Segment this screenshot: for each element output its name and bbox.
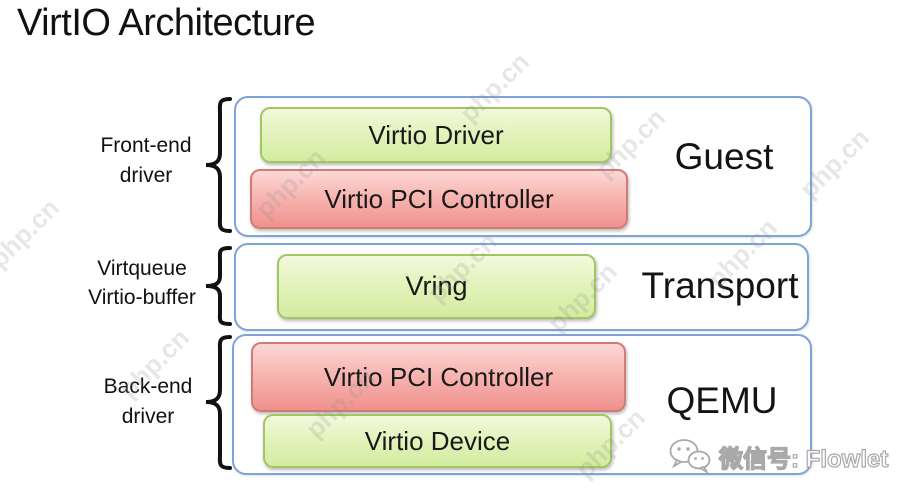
- back-end-driver-label-line2: driver: [121, 405, 175, 428]
- transport-box: Vring Transport: [234, 243, 809, 331]
- virtqueue-label-line1: Virtqueue: [97, 257, 187, 280]
- virtio-device-block: Virtio Device: [263, 414, 612, 468]
- wechat-id-text: 微信号: Flowlet: [718, 445, 889, 473]
- qemu-box: Virtio PCI Controller Virtio Device QEMU: [232, 334, 812, 475]
- page-title: VirtIO Architecture: [17, 2, 316, 44]
- qemu-label: QEMU: [666, 380, 778, 421]
- virtio-driver-block: Virtio Driver: [260, 107, 612, 163]
- virtqueue-brace-icon: [205, 246, 232, 326]
- virtqueue-buffer-label: Virtqueue Virtio-buffer: [62, 254, 222, 312]
- guest-label: Guest: [674, 136, 774, 177]
- wechat-badge: 微信号: Flowlet: [668, 438, 889, 474]
- front-end-driver-label-line1: Front-end: [100, 134, 192, 157]
- back-end-driver-label-line1: Back-end: [103, 375, 193, 398]
- front-end-brace-icon: [205, 97, 232, 233]
- vring-block: Vring: [277, 254, 596, 319]
- front-end-driver-label: Front-end driver: [76, 131, 216, 191]
- transport-label: Transport: [641, 265, 799, 306]
- virtio-buffer-label-line2: Virtio-buffer: [88, 286, 196, 309]
- back-end-brace-icon: [205, 335, 232, 470]
- wechat-icon: [669, 439, 711, 474]
- front-end-driver-label-line2: driver: [119, 164, 173, 187]
- guest-box: Virtio Driver Virtio PCI Controller Gues…: [234, 96, 812, 237]
- virtio-pci-controller-guest-block: Virtio PCI Controller: [250, 169, 628, 229]
- back-end-driver-label: Back-end driver: [78, 372, 218, 432]
- site-watermark: php.cn: [0, 192, 65, 274]
- virtio-pci-controller-qemu-block: Virtio PCI Controller: [251, 342, 626, 412]
